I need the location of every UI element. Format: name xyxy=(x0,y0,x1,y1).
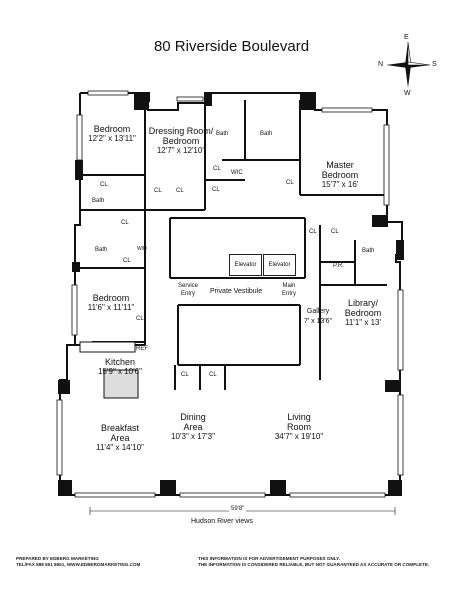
river-views-label: Hudson River views xyxy=(191,518,253,525)
width-dimension: 59'8" xyxy=(229,504,247,514)
compass-s: S xyxy=(432,61,437,68)
plan-title: 80 Riverside Boulevard xyxy=(153,38,310,55)
closet-label-9: CL xyxy=(331,229,339,235)
closet-label-11: CL xyxy=(136,316,144,322)
compass-icon xyxy=(382,34,434,96)
closet-label-13: CL xyxy=(209,372,217,378)
closet-label-1: CL xyxy=(100,182,108,188)
private-vestibule-label: Private Vestibule xyxy=(210,288,263,295)
bath-label-3: Bath xyxy=(260,131,273,137)
closet-label-10: CL xyxy=(123,258,131,264)
powder-room-label: P.R. xyxy=(333,263,344,269)
footer-right-1: THIS INFORMATION IS FOR ADVERTISEMENT PU… xyxy=(198,556,340,561)
closet-label-3: CL xyxy=(176,188,184,194)
main-entry-label: Main Entry xyxy=(282,283,297,297)
bath-label-1: Bath xyxy=(92,198,105,204)
wd-label: W/D xyxy=(137,246,147,252)
closet-label-5: CL xyxy=(213,166,221,172)
bath-label-5: Bath xyxy=(362,248,375,254)
closet-label-12: CL xyxy=(181,372,189,378)
compass-e: E xyxy=(404,34,409,41)
footer-right-2: THE INFORMATION IS CONSIDERED RELIABLE, … xyxy=(198,562,430,567)
compass-n: N xyxy=(378,61,384,68)
elevator-1: Elevator xyxy=(229,254,262,276)
elevator-2: Elevator xyxy=(263,254,296,276)
compass-w: W xyxy=(404,90,411,97)
closet-label-4: CL xyxy=(121,220,129,226)
bath-label-2: Bath xyxy=(216,131,229,137)
closet-label-7: CL xyxy=(286,180,294,186)
footer-left-2: TEL/FAX 888 651 8651, WWW.EDBERGMARKETIN… xyxy=(16,562,141,567)
ref-label: REF xyxy=(136,346,148,352)
wic-label: WIC xyxy=(231,170,243,176)
closet-label-8: CL xyxy=(309,229,317,235)
closet-label-6: CL xyxy=(212,187,220,193)
service-entry-label: Service Entry xyxy=(178,283,199,297)
closet-label-2: CL xyxy=(154,188,162,194)
footer-left-1: PREPARED BY EDBERG MARKETING xyxy=(16,556,99,561)
bath-label-4: Bath xyxy=(95,247,108,253)
